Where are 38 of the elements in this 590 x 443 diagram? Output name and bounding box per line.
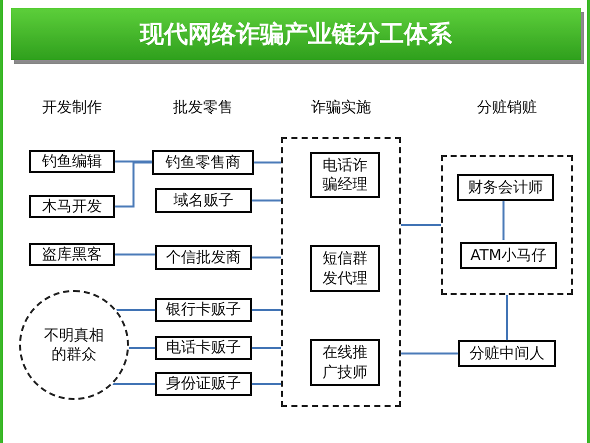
column-heading: 开发制作 bbox=[41, 97, 103, 118]
role-box: 财务会计师 bbox=[457, 174, 554, 201]
connector-line bbox=[401, 352, 458, 354]
role-box: 分赃中间人 bbox=[458, 340, 556, 367]
connector-line bbox=[401, 224, 441, 226]
column-heading: 诈骗实施 bbox=[310, 97, 372, 118]
role-box: 盗库黑客 bbox=[29, 243, 115, 266]
connector-line bbox=[252, 309, 281, 311]
role-box: 电话诈骗经理 bbox=[310, 152, 380, 198]
connector-line bbox=[252, 256, 281, 258]
title-banner: 现代网络诈骗产业链分工体系 bbox=[11, 8, 581, 60]
connector-line bbox=[115, 160, 152, 162]
connector-line bbox=[252, 347, 281, 349]
role-box: 在线推广技师 bbox=[310, 339, 380, 386]
role-box: 身份证贩子 bbox=[155, 372, 252, 396]
connector-line bbox=[116, 309, 155, 311]
role-box: ATM小马仔 bbox=[460, 242, 557, 269]
dashed-group-box bbox=[281, 137, 401, 407]
role-box: 域名贩子 bbox=[155, 188, 252, 213]
connector-line bbox=[115, 254, 155, 256]
connector-line bbox=[115, 162, 152, 208]
role-box: 钓鱼零售商 bbox=[152, 150, 254, 175]
connector-line bbox=[252, 383, 281, 385]
connector-line bbox=[112, 383, 155, 385]
role-box: 银行卡贩子 bbox=[155, 298, 252, 322]
role-box: 木马开发 bbox=[29, 195, 115, 218]
role-box: 个信批发商 bbox=[155, 245, 252, 270]
role-box: 钓鱼编辑 bbox=[29, 150, 115, 173]
role-box: 电话卡贩子 bbox=[155, 336, 252, 360]
connector-line bbox=[254, 162, 281, 164]
connector-line bbox=[506, 295, 508, 340]
connector-line bbox=[252, 200, 281, 202]
dashed-group-box bbox=[441, 155, 573, 295]
connector-line bbox=[502, 199, 504, 240]
connector-line bbox=[128, 347, 155, 349]
role-box: 短信群发代理 bbox=[310, 245, 380, 292]
column-heading: 批发零售 bbox=[172, 97, 234, 118]
column-heading: 分赃销赃 bbox=[476, 97, 538, 118]
